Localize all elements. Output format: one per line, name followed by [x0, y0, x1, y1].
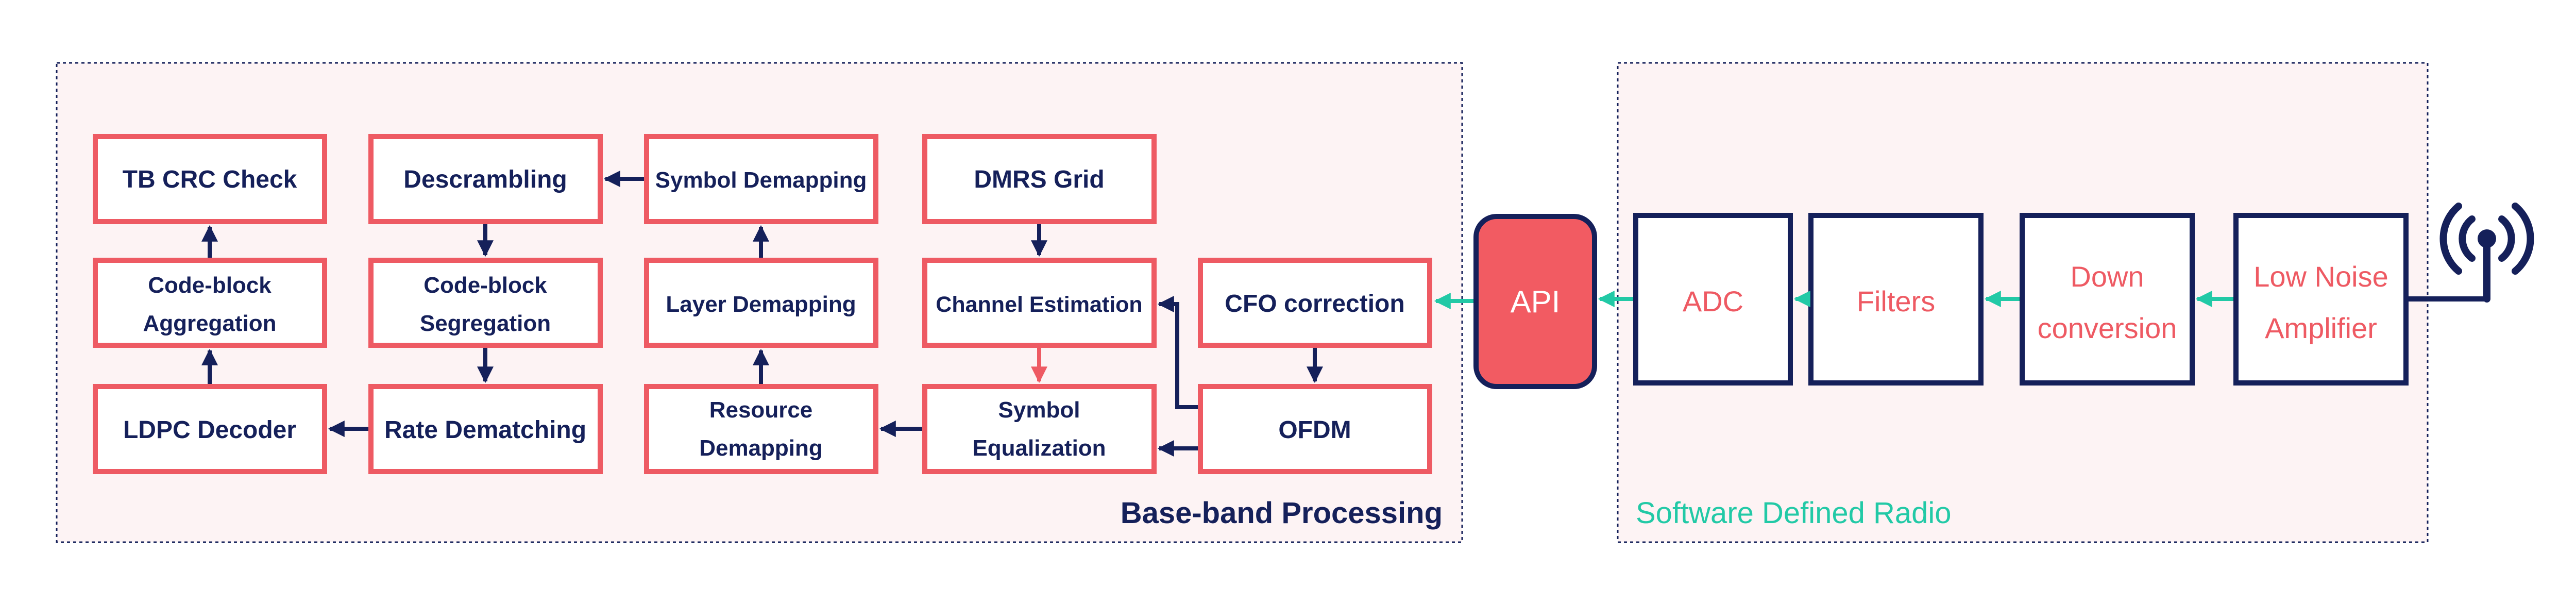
block-down-conversion-line1: Down — [2070, 260, 2144, 293]
block-rate-dematching: Rate Dematching — [368, 384, 603, 474]
block-code-block-segregation-line2: Segregation — [420, 311, 551, 336]
block-adc: ADC — [1633, 213, 1793, 386]
block-down-conversion-line2: conversion — [2038, 312, 2177, 344]
block-api: API — [1473, 214, 1597, 389]
baseband-arrows — [201, 171, 1323, 457]
baseband-group-label: Base-band Processing — [1121, 496, 1443, 530]
block-ofdm: OFDM — [1198, 384, 1432, 474]
block-filters-label: Filters — [1857, 285, 1935, 317]
block-symbol-equalization-line1: Symbol — [998, 397, 1080, 423]
block-adc-label: ADC — [1683, 285, 1743, 317]
block-dmrs-grid-label: DMRS Grid — [974, 166, 1104, 193]
block-code-block-aggregation-line2: Aggregation — [143, 311, 276, 336]
sdr-group-label: Software Defined Radio — [1636, 496, 1952, 530]
block-low-noise-amplifier-line1: Low Noise — [2253, 260, 2388, 293]
block-resource-demapping-line2: Demapping — [699, 435, 823, 461]
block-filters: Filters — [1808, 213, 1984, 386]
block-ofdm-label: OFDM — [1278, 416, 1351, 444]
block-api-label: API — [1511, 284, 1561, 319]
block-cfo-correction-label: CFO correction — [1225, 290, 1404, 317]
block-low-noise-amplifier: Low Noise Amplifier — [2233, 213, 2409, 386]
block-symbol-equalization-line2: Equalization — [972, 435, 1106, 461]
sdr-arrows — [1434, 291, 2233, 309]
block-code-block-aggregation: Code-block Aggregation — [93, 258, 327, 348]
block-rate-dematching-label: Rate Dematching — [384, 416, 586, 444]
block-code-block-aggregation-line1: Code-block — [148, 273, 272, 298]
block-channel-estimation-label: Channel Estimation — [936, 292, 1142, 317]
block-code-block-segregation: Code-block Segregation — [368, 258, 603, 348]
block-ldpc-decoder-label: LDPC Decoder — [123, 416, 296, 444]
antenna-icon — [2439, 203, 2534, 303]
block-symbol-demapping: Symbol Demapping — [644, 134, 878, 224]
block-resource-demapping-line1: Resource — [709, 397, 813, 423]
block-descrambling-label: Descrambling — [403, 166, 567, 193]
block-low-noise-amplifier-line2: Amplifier — [2265, 312, 2377, 344]
block-symbol-demapping-label: Symbol Demapping — [655, 167, 867, 193]
block-layer-demapping: Layer Demapping — [644, 258, 878, 348]
block-descrambling: Descrambling — [368, 134, 603, 224]
block-channel-estimation: Channel Estimation — [922, 258, 1157, 348]
block-code-block-segregation-line1: Code-block — [423, 273, 547, 298]
block-layer-demapping-label: Layer Demapping — [666, 292, 856, 317]
block-resource-demapping: Resource Demapping — [644, 384, 878, 474]
block-dmrs-grid: DMRS Grid — [922, 134, 1157, 224]
block-tb-crc-check: TB CRC Check — [93, 134, 327, 224]
block-tb-crc-check-label: TB CRC Check — [123, 166, 297, 193]
block-down-conversion: Down conversion — [2020, 213, 2195, 386]
block-ldpc-decoder: LDPC Decoder — [93, 384, 327, 474]
block-cfo-correction: CFO correction — [1198, 258, 1432, 348]
block-symbol-equalization: Symbol Equalization — [922, 384, 1157, 474]
